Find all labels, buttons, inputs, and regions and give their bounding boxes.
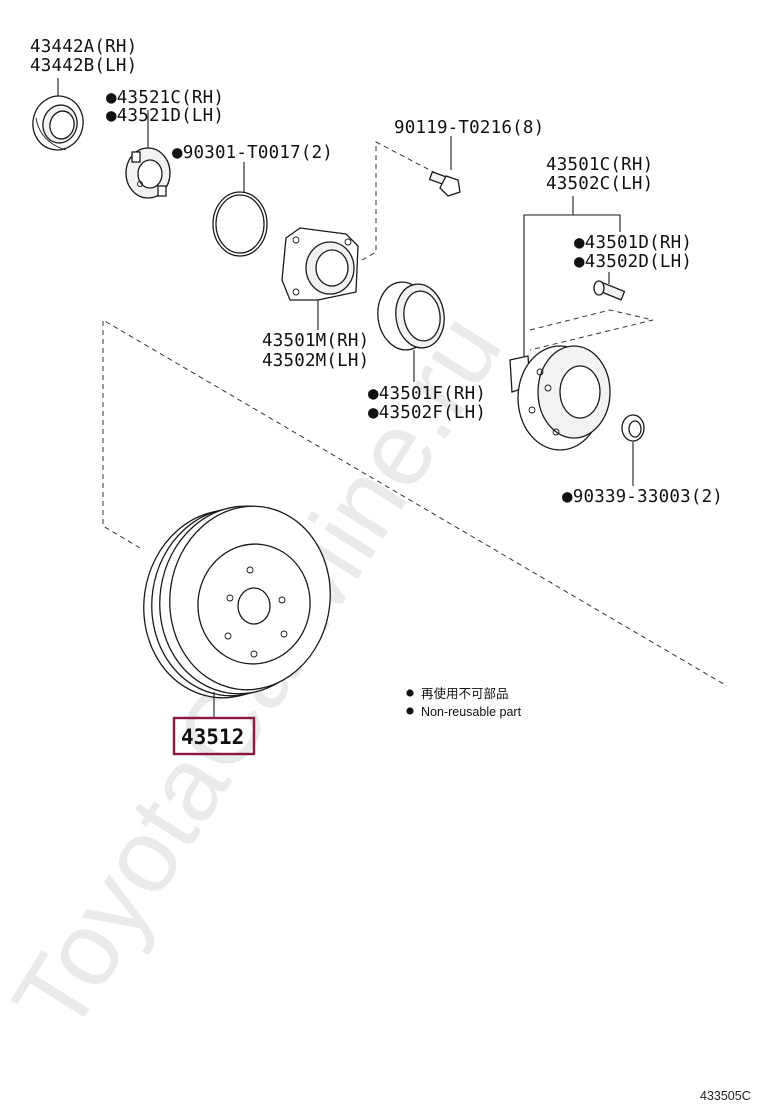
label-oil-seal-lh[interactable]: 43442B(LH) [30, 56, 137, 76]
legend-japanese: 再使用不可部品 [421, 686, 509, 701]
label-hub-bolt-rh[interactable]: ●43501D(RH) [574, 233, 692, 253]
label-hub-bolt-lh[interactable]: ●43502D(LH) [574, 252, 692, 272]
label-nut[interactable]: ●90339-33003(2) [562, 487, 723, 507]
hub-bolt-part[interactable] [593, 272, 626, 301]
legend: 再使用不可部品 Non-reusable part [406, 686, 522, 719]
label-bearing-lh[interactable]: 43502M(LH) [262, 351, 369, 371]
legend-english: Non-reusable part [421, 705, 522, 719]
label-bearing-rh[interactable]: 43501M(RH) [262, 331, 369, 351]
legend-bullet-icon [406, 707, 414, 715]
label-inner-ring-lh[interactable]: ●43502F(LH) [368, 403, 486, 423]
hub-nut-part[interactable] [621, 414, 645, 486]
oil-seal-part[interactable] [28, 78, 88, 155]
label-o-ring[interactable]: ●90301-T0017(2) [172, 143, 333, 163]
label-inner-ring-rh[interactable]: ●43501F(RH) [368, 384, 486, 404]
bolt-part[interactable] [428, 136, 461, 197]
bolt-dashed-guide [361, 141, 446, 261]
hub-bearing-part[interactable] [281, 227, 359, 330]
brake-disc-part[interactable] [132, 496, 342, 718]
diagram-code: 433505C [700, 1089, 751, 1103]
label-hub-lh[interactable]: 43502C(LH) [546, 174, 653, 194]
axle-hub-part[interactable] [509, 196, 621, 451]
label-hub-rh[interactable]: 43501C(RH) [546, 155, 653, 175]
label-oil-seal-rh[interactable]: 43442A(RH) [30, 37, 137, 57]
assembly-dashed-outline [102, 319, 728, 687]
legend-bullet-icon [406, 689, 414, 697]
label-cap-rh[interactable]: ●43521C(RH) [106, 88, 224, 108]
label-bolt[interactable]: 90119-T0216(8) [394, 118, 544, 138]
o-ring-part[interactable] [212, 162, 268, 257]
hub-cap-part[interactable] [125, 110, 171, 199]
label-cap-lh[interactable]: ●43521D(LH) [106, 106, 224, 126]
disc-highlight-box[interactable] [172, 716, 256, 756]
label-disc[interactable]: 43512 [181, 725, 244, 749]
bearing-inner-ring-part[interactable] [374, 279, 449, 382]
hub-bolt-dashed-guide [529, 309, 654, 351]
